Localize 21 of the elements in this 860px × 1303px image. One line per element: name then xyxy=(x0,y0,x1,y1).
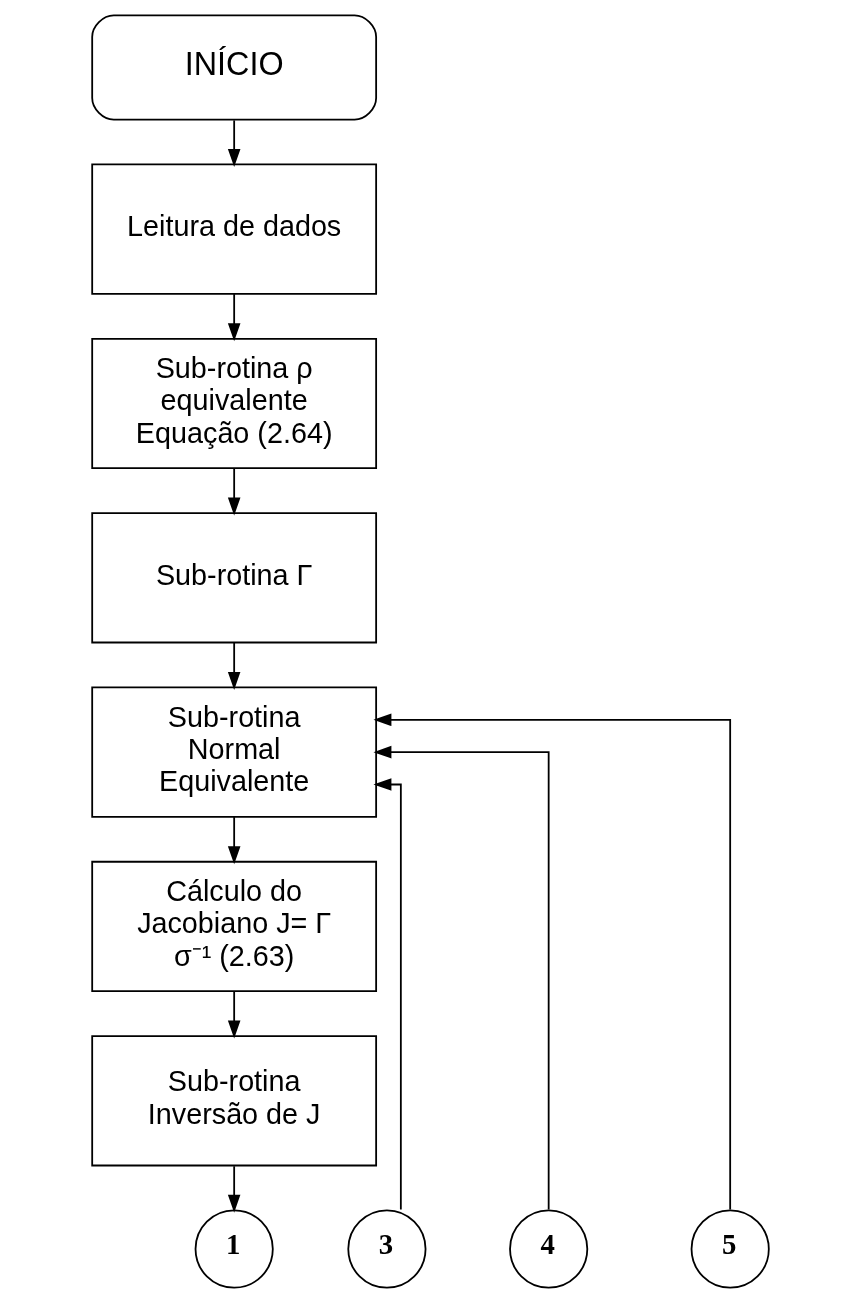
node-box: Sub-rotina Normal Equivalente xyxy=(90,686,377,818)
node-box: Leitura de dados xyxy=(90,163,377,295)
arrow xyxy=(227,467,240,516)
arrow xyxy=(372,778,402,1211)
node-box: INÍCIO xyxy=(90,14,377,121)
node-box: Cálculo do Jacobiano J= Γ σ⁻¹ (2.63) xyxy=(90,860,377,993)
arrow xyxy=(227,990,240,1039)
arrow xyxy=(227,641,240,690)
node-circle: 4 xyxy=(508,1209,588,1289)
node-circle: 1 xyxy=(194,1209,274,1289)
arrow xyxy=(227,1165,240,1213)
node-box: Sub-rotina Γ xyxy=(90,512,377,644)
node-box: Sub-rotina ρ equivalente Equação (2.64) xyxy=(90,337,377,470)
node-box: Sub-rotina Inversão de J xyxy=(90,1035,377,1167)
node-circle: 3 xyxy=(346,1209,426,1289)
arrow xyxy=(227,119,240,167)
node-circle: 5 xyxy=(690,1209,770,1289)
arrow xyxy=(227,293,240,342)
arrow xyxy=(227,816,240,865)
arrow xyxy=(372,745,550,1211)
arrow xyxy=(372,713,731,1211)
